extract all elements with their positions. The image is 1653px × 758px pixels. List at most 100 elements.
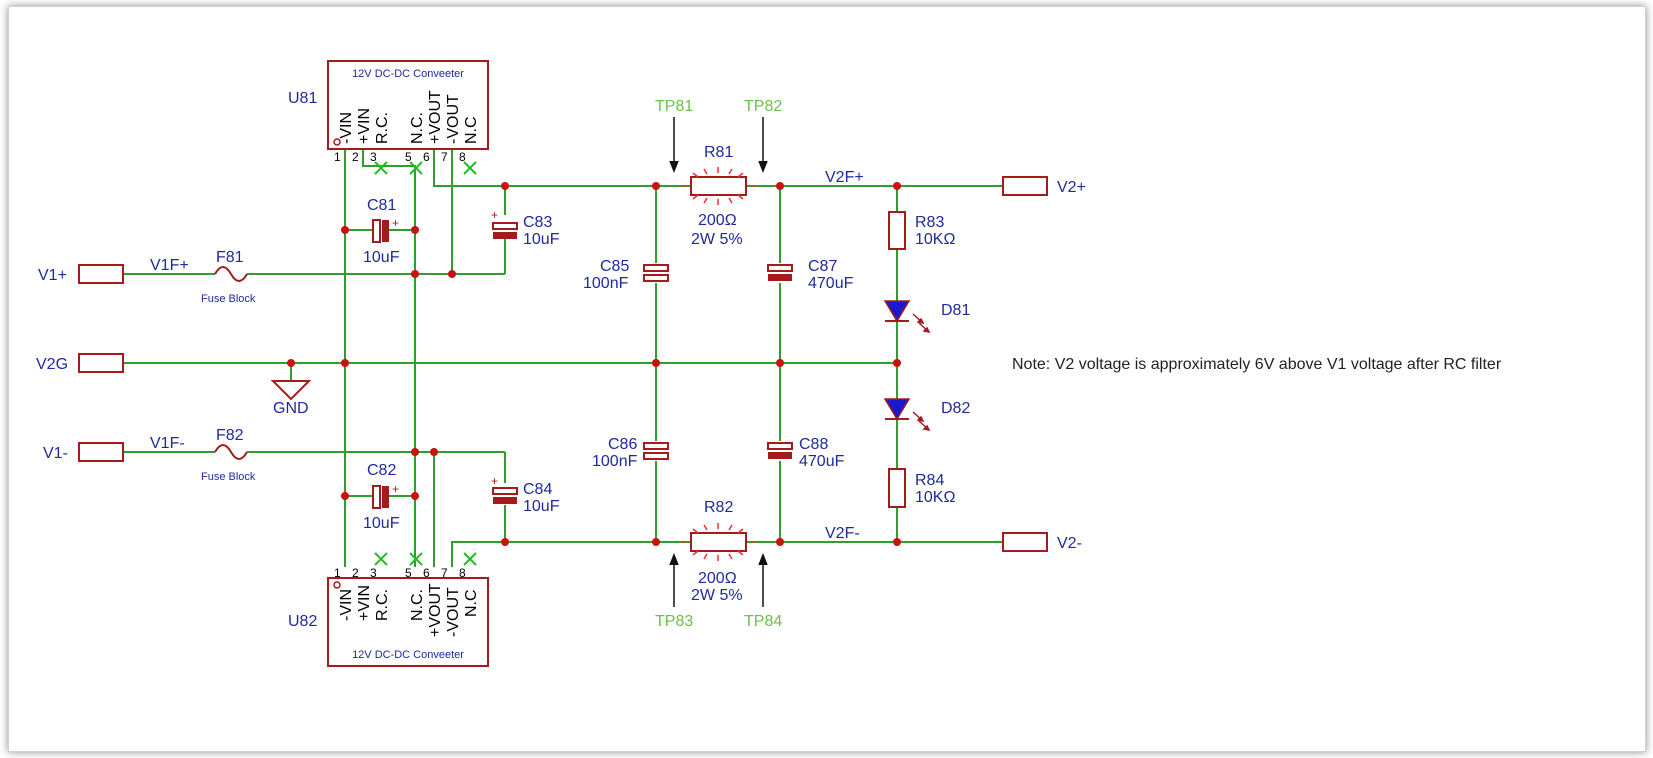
c83-ref: C83 — [523, 214, 552, 231]
schematic-canvas: 12V DC-DC Conveeter U81 -VIN +VIN R.C. N… — [36, 60, 1502, 667]
junction-c86-bot — [652, 538, 660, 546]
r81-body — [690, 176, 747, 196]
u82-pinnum-3: 3 — [370, 566, 377, 580]
u81-pinnum-3: 3 — [370, 150, 377, 164]
capacitor-c86: C86 100nF — [592, 436, 669, 470]
c87-value: 470uF — [808, 275, 854, 292]
junction-v1fp-a — [411, 270, 419, 278]
tp82-arrow-icon — [758, 117, 768, 174]
u82-pin-vin-plus: +VIN — [356, 585, 373, 621]
fuse-f82-symbol — [214, 444, 248, 460]
r82-value: 200Ω — [698, 570, 737, 587]
u81-pin-vout-plus: +VOUT — [427, 90, 444, 144]
capacitor-c84: + C84 10uF — [491, 474, 560, 515]
c88-plate-a — [767, 442, 793, 450]
u81-pin1-marker — [333, 138, 341, 146]
gnd-symbol: GND — [270, 380, 312, 417]
r84-ref: R84 — [915, 472, 944, 489]
u81-pinnum-8: 8 — [459, 150, 466, 164]
fuse-f82-desc: Fuse Block — [201, 471, 256, 483]
fuse-f82: F82 Fuse Block — [201, 427, 256, 483]
tp81-arrow-icon — [669, 117, 679, 174]
u82-vout-minus — [451, 541, 691, 567]
r83-body — [888, 211, 906, 250]
port-v2g[interactable] — [78, 353, 124, 373]
r82-rating: 2W 5% — [691, 587, 743, 604]
capacitor-c85: C85 100nF — [583, 258, 669, 292]
c88-value: 470uF — [799, 453, 845, 470]
ports: V1+ V2G V1- V2+ V2- — [36, 176, 1086, 552]
c81-plus: + — [392, 216, 399, 230]
r81-heat-icon — [682, 167, 755, 205]
d81-light-icon — [912, 313, 931, 334]
port-v2g-label: V2G — [36, 356, 68, 373]
u82-pinnum-7: 7 — [441, 566, 448, 580]
u82-pin1-marker — [333, 581, 341, 589]
port-v1-minus-label: V1- — [43, 445, 68, 462]
c83-plate-b — [493, 232, 517, 239]
u82-nc-markers — [374, 552, 477, 566]
resistor-r83: R83 10KΩ — [888, 211, 955, 250]
junction-rail-c — [776, 359, 784, 367]
c81-plate-a — [372, 219, 381, 243]
vin-plus-bus — [362, 149, 416, 567]
fuse-f81-desc: Fuse Block — [201, 293, 256, 305]
d82-ref: D82 — [941, 400, 970, 417]
junction-v1fm-b — [430, 448, 438, 456]
r84-body — [888, 468, 906, 508]
c84-value: 10uF — [523, 498, 560, 515]
u82-converter: 12V DC-DC Conveeter U82 -VIN +VIN R.C. N… — [288, 552, 489, 667]
port-v2-minus[interactable] — [1002, 532, 1048, 552]
r81-value: 200Ω — [698, 212, 737, 229]
r83-ref: R83 — [915, 214, 944, 231]
r81-ref: R81 — [704, 144, 733, 161]
junction-c85-top — [652, 182, 660, 190]
c85-ref: C85 — [600, 258, 629, 275]
d81-triangle — [883, 300, 911, 323]
c85-plate-b — [643, 274, 669, 282]
capacitor-c87: C87 470uF — [767, 258, 854, 292]
c84-plate-b — [493, 497, 517, 504]
u81-vout-wire — [433, 149, 691, 187]
u81-converter: 12V DC-DC Conveeter U81 -VIN +VIN R.C. N… — [288, 60, 489, 175]
u82-ref: U82 — [288, 613, 317, 630]
capacitor-c82: + C82 10uF — [363, 462, 400, 532]
u81-pin-vin-plus: +VIN — [356, 108, 373, 144]
u82-pinnum-6: 6 — [423, 566, 430, 580]
u82-pin-vout-plus: +VOUT — [427, 583, 444, 637]
junction-c87-top — [776, 182, 784, 190]
test-points: TP81 TP82 TP83 TP84 — [655, 98, 782, 630]
r84-value: 10KΩ — [915, 489, 955, 506]
c84-plate-a — [492, 487, 518, 495]
tp84-label: TP84 — [744, 613, 782, 630]
port-v1-plus-label: V1+ — [38, 267, 67, 284]
port-v2-minus-label: V2- — [1057, 535, 1082, 552]
wires — [123, 149, 1003, 567]
junction-c82-l — [341, 492, 349, 500]
u82-pin-nc: N.C. — [409, 589, 426, 621]
tp83-arrow-icon — [669, 552, 679, 607]
fuse-f81-symbol — [214, 266, 248, 282]
resistor-r82: R82 200Ω 2W 5% — [682, 499, 755, 604]
c85-value: 100nF — [583, 275, 629, 292]
net-v2fp: V2F+ — [825, 169, 864, 186]
u81-pinnum-1: 1 — [334, 150, 341, 164]
port-v2-plus[interactable] — [1002, 176, 1048, 196]
u82-pin-vout-minus: -VOUT — [445, 587, 462, 637]
u82-pinnum-1: 1 — [334, 566, 341, 580]
tp84-arrow-icon — [758, 552, 768, 607]
capacitor-c83: + C83 10uF — [491, 208, 560, 248]
gnd-label: GND — [273, 400, 309, 417]
junctions — [287, 182, 901, 546]
u81-pin-nc: N.C. — [409, 112, 426, 144]
port-v1-minus[interactable] — [78, 442, 124, 462]
junction-r83-top — [893, 182, 901, 190]
c82-plate-a — [372, 485, 381, 509]
junction-v1fm-a — [411, 448, 419, 456]
note-text: Note: V2 voltage is approximately 6V abo… — [1012, 356, 1502, 373]
fuse-f82-ref: F82 — [216, 427, 244, 444]
junction-c88-bot — [776, 538, 784, 546]
u82-pinnum-8: 8 — [459, 566, 466, 580]
c82-plus: + — [392, 482, 399, 496]
port-v1-plus[interactable] — [78, 264, 124, 284]
